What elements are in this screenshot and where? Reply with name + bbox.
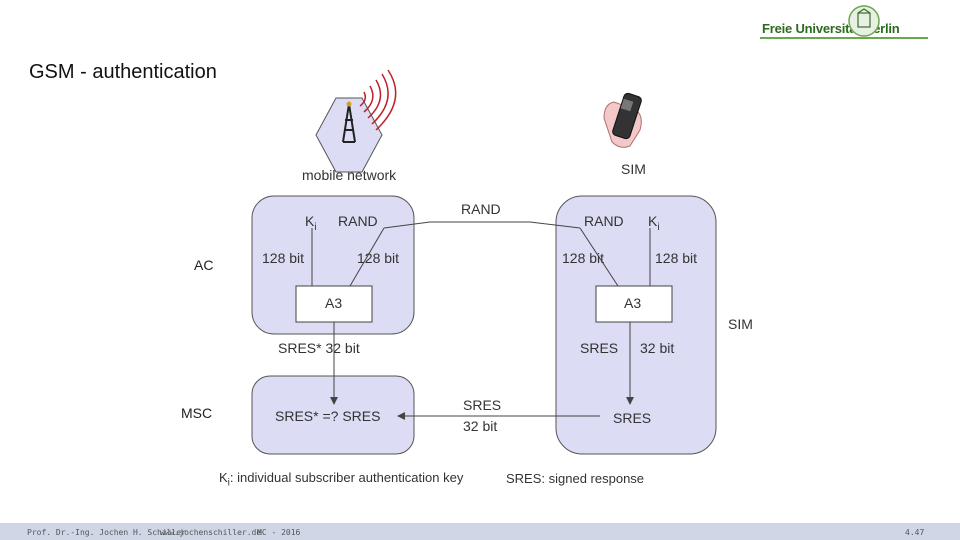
128bit-ac-right: 128 bit <box>357 250 400 266</box>
msc-compare-label: SRES* =? SRES <box>275 408 381 424</box>
ki-letter-sim: K <box>648 213 658 229</box>
rand-label-ac: RAND <box>338 213 378 229</box>
a3-box-ac <box>295 285 373 323</box>
sres-transfer-label: SRES <box>463 397 502 413</box>
sim-side-label: SIM <box>728 316 753 332</box>
ki-subscript-sim: i <box>657 221 660 233</box>
page-number: 4.47 <box>905 528 925 537</box>
128bit-ac-left: 128 bit <box>262 250 305 266</box>
legend-sres: SRES: signed response <box>506 471 645 486</box>
sres-sim-bottom-label: SRES <box>613 410 652 426</box>
a3-label-ac: A3 <box>325 295 343 311</box>
rand-transfer-line <box>383 221 581 229</box>
ac-box <box>251 195 415 335</box>
sres-star-32bit-label: SRES* 32 bit <box>278 340 360 356</box>
radio-tower-icon <box>315 69 397 173</box>
legend-ki-letter: K <box>219 470 228 485</box>
footer-website: www.jochenschiller.de <box>160 528 262 537</box>
msc-box <box>251 375 415 455</box>
rand-label-sim: RAND <box>584 213 624 229</box>
ki-label-sim: Ki <box>648 213 660 233</box>
32bit-sim-label: 32 bit <box>640 340 675 356</box>
university-logo: Freie Universität Berlin <box>760 5 930 40</box>
128bit-sim-left: 128 bit <box>562 250 605 266</box>
32bit-transfer-label: 32 bit <box>463 418 498 434</box>
msc-label: MSC <box>181 405 213 421</box>
ac-label: AC <box>194 257 214 273</box>
mobile-network-label: mobile network <box>302 167 397 183</box>
a3-box-sim <box>595 285 673 323</box>
ki-subscript: i <box>314 221 317 233</box>
footer-course: MC - 2016 <box>257 528 301 537</box>
slide-title: GSM - authentication <box>29 61 217 83</box>
ki-label-ac: Ki <box>305 213 317 233</box>
rand-down-ac <box>349 227 385 287</box>
a3-label-sim: A3 <box>624 295 642 311</box>
ki-letter: K <box>305 213 315 229</box>
footer-author: Prof. Dr.-Ing. Jochen H. Schiller <box>27 528 186 537</box>
legend-ki: Ki: individual subscriber authentication… <box>219 470 463 489</box>
legend-ki-subscript: i <box>227 477 230 489</box>
sim-top-label: SIM <box>621 161 646 177</box>
sres-sim-label: SRES <box>580 340 619 356</box>
sim-box <box>555 195 717 455</box>
legend-ki-text: : individual subscriber authentication k… <box>229 470 464 485</box>
mobile-phone-icon <box>603 92 642 148</box>
rand-transfer-label: RAND <box>461 201 501 217</box>
footer-bar <box>0 523 960 540</box>
rand-down-sim <box>579 227 619 287</box>
university-seal-icon <box>848 5 880 37</box>
logo-underline <box>760 37 928 39</box>
128bit-sim-right: 128 bit <box>655 250 698 266</box>
